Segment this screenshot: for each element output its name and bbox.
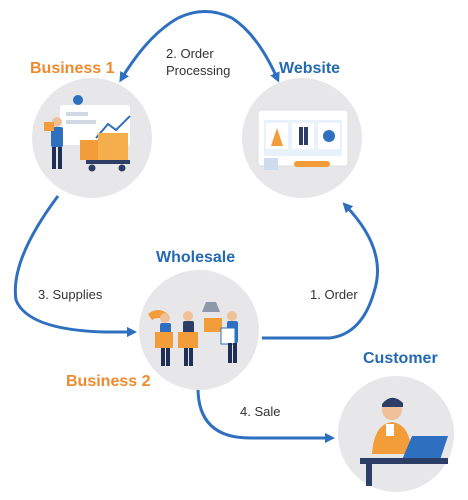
business1-title: Business 1 [30,60,115,77]
arrow-processing-to-business1 [119,16,179,83]
arrow-order [262,202,379,340]
step-order-processing-line1: 2. Order [166,46,214,61]
wholesale-illustration [148,302,238,366]
customer-circle [338,376,454,492]
customer-illustration [360,397,448,486]
website-title: Website [279,60,341,77]
business2-title: Business 2 [66,373,151,390]
arrow-supplies [13,195,138,338]
step-supplies-label: 3. Supplies [38,287,103,302]
arrow-processing-to-website [231,16,280,83]
step-order-label: 1. Order [310,287,358,302]
wholesale-title: Wholesale [156,249,236,266]
arrow-order-processing [177,10,233,20]
business1-illustration [44,95,131,172]
website-circle [242,78,362,198]
website-illustration [257,109,349,170]
customer-title: Customer [363,350,438,367]
arrow-sale [196,387,336,444]
wholesale-circle [139,270,259,390]
step-sale-label: 4. Sale [240,404,281,419]
step-order-processing-line2: Processing [166,63,231,78]
step-order-processing-label: 2. Order Processing [166,45,230,79]
business1-circle [32,78,152,198]
